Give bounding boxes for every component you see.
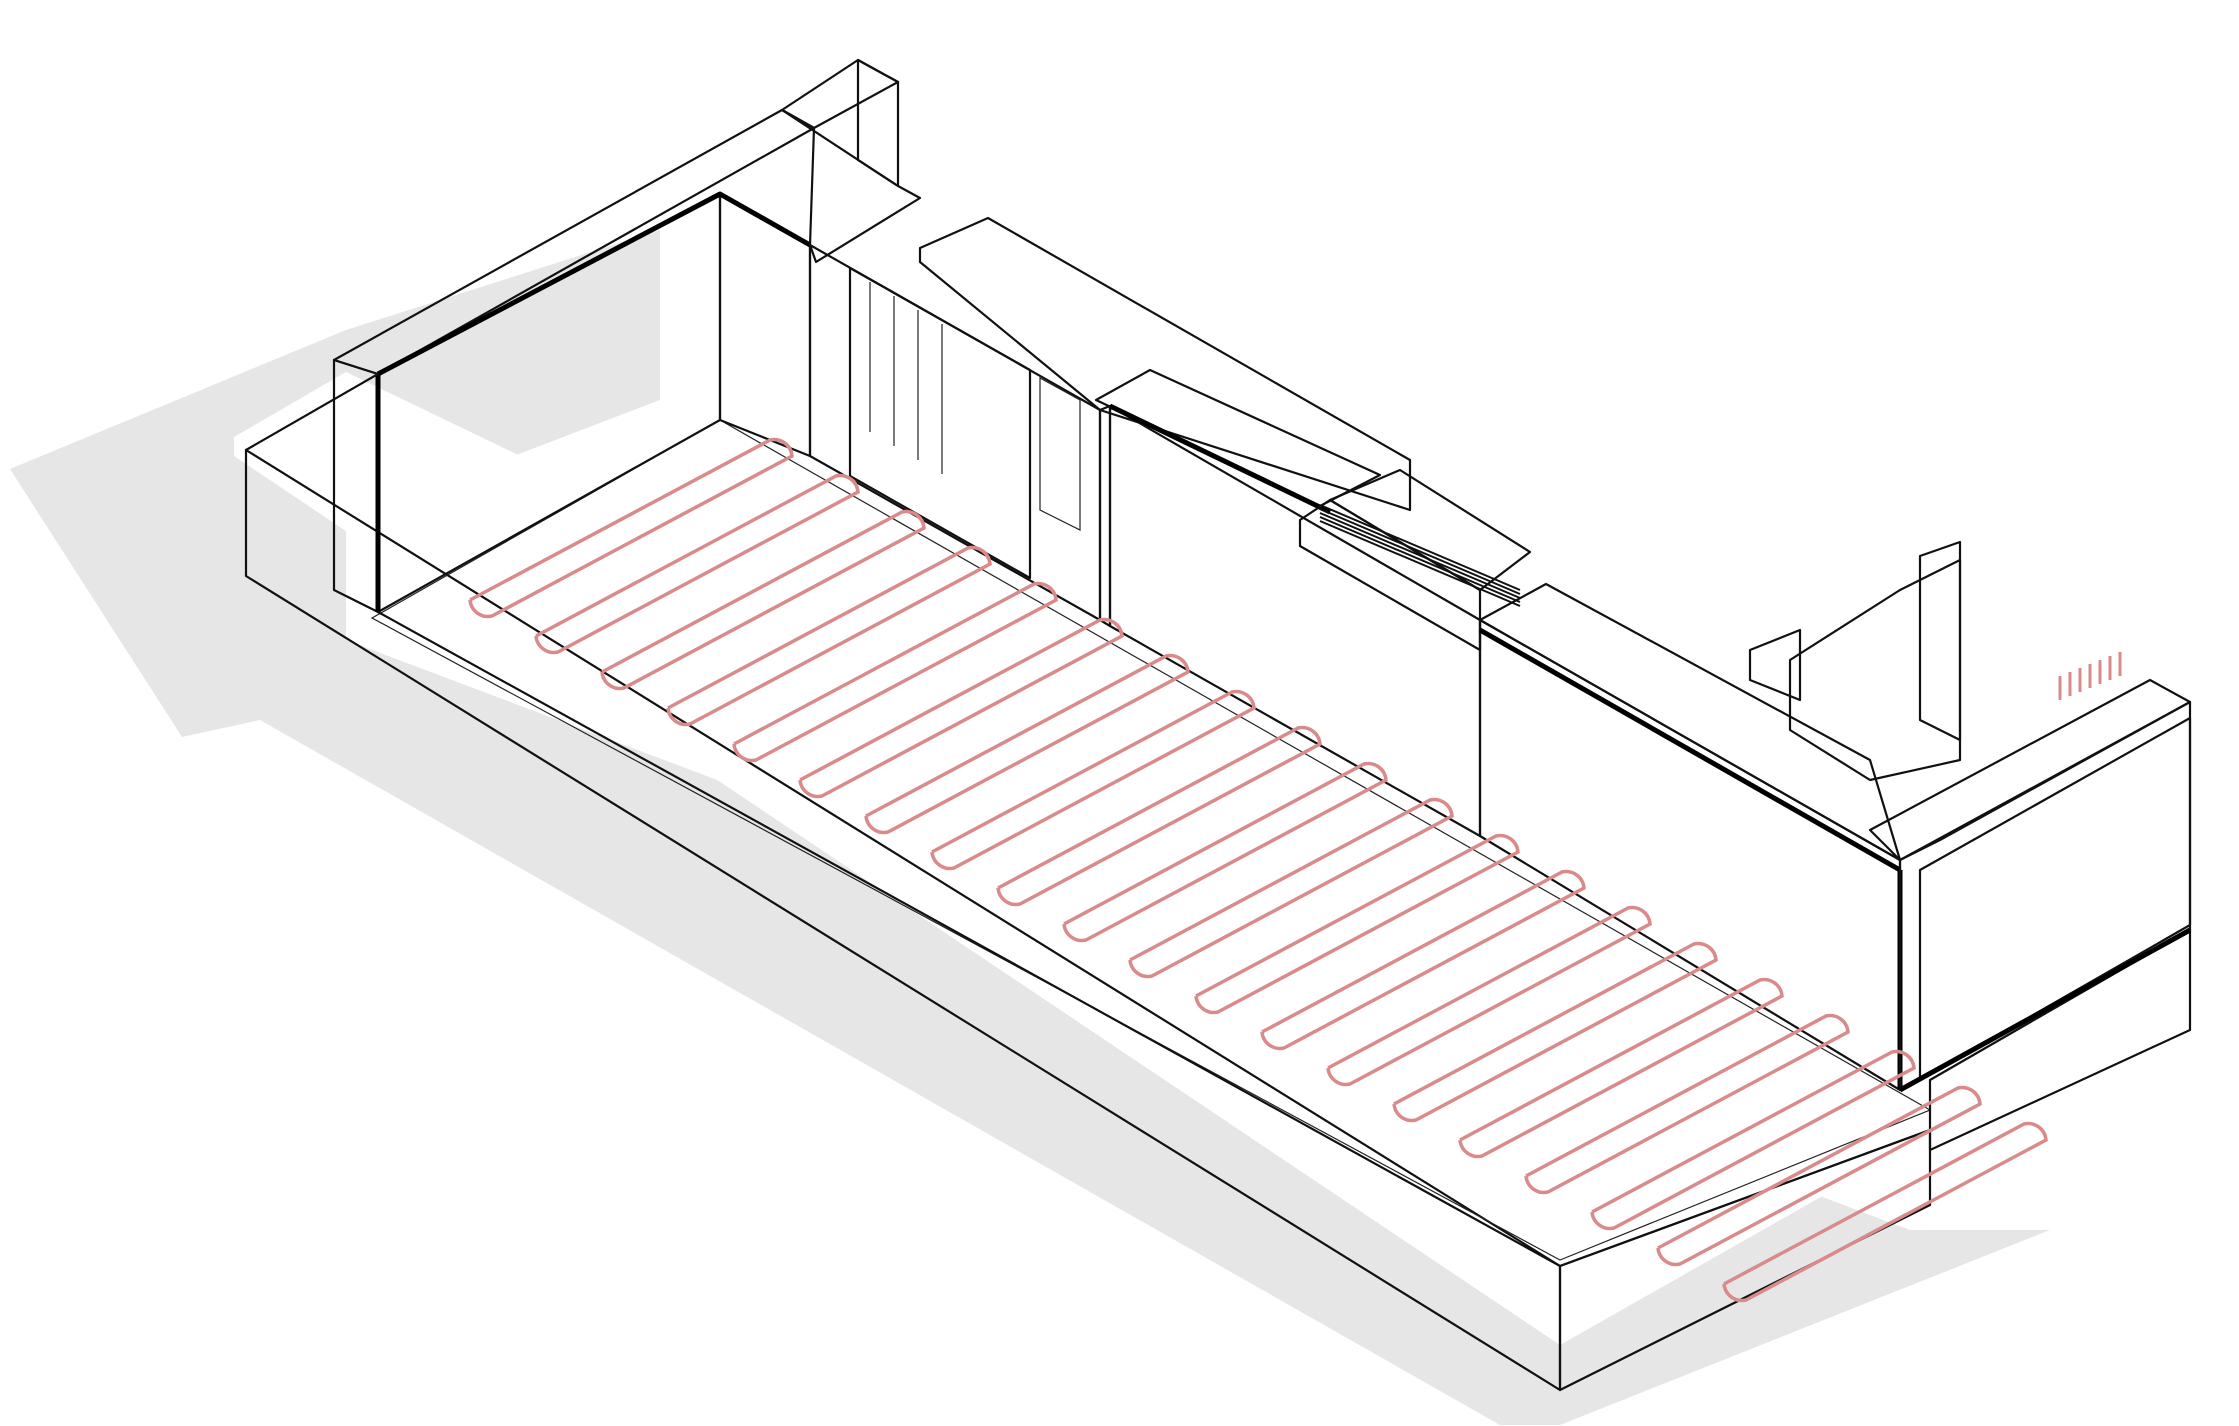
heating-loop — [534, 473, 860, 655]
radiator-bar — [1319, 512, 1521, 599]
radiator-bar — [1319, 516, 1521, 603]
floor-edges — [244, 372, 1562, 1268]
corridor-volume — [918, 216, 1412, 512]
heating-loop — [1128, 797, 1454, 979]
heating-loop — [666, 545, 992, 727]
heating-loop — [1590, 1049, 1916, 1231]
radiator-bar — [1319, 504, 1521, 591]
heating-loop — [1722, 1121, 2048, 1303]
heating-loop — [1326, 905, 1652, 1087]
right-wall-section — [1868, 652, 2192, 1152]
heating-loop — [996, 725, 1322, 907]
pipe-manifold-icon — [2058, 652, 2122, 700]
window-radiator — [1298, 468, 1532, 652]
door — [808, 243, 1112, 628]
radiator-bar — [1319, 520, 1521, 607]
left-wall-section — [332, 58, 922, 614]
heating-loop — [930, 689, 1256, 871]
heating-loop — [1458, 977, 1784, 1159]
heating-loop — [600, 509, 926, 691]
heating-loop — [1392, 941, 1718, 1123]
underfloor-heating-loops — [468, 437, 2048, 1303]
heating-loop — [1062, 761, 1388, 943]
heating-loop — [1524, 1013, 1850, 1195]
heating-loop — [864, 653, 1190, 835]
door-glass-panel — [1039, 376, 1081, 531]
heating-loop — [468, 437, 794, 619]
heating-loop — [1260, 869, 1586, 1051]
heating-loop — [732, 581, 1058, 763]
floor-slab — [234, 372, 1932, 1392]
heating-loop — [1194, 833, 1520, 1015]
window-right — [1748, 540, 1962, 782]
radiator-bar — [1319, 508, 1521, 595]
heating-loop — [1656, 1085, 1982, 1267]
heating-loop — [798, 617, 1124, 799]
